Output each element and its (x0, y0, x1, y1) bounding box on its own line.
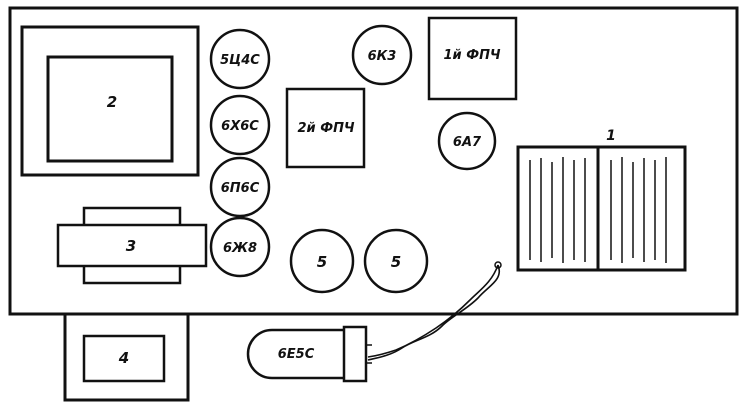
tube-6k3-label: 6К3 (368, 49, 397, 64)
tube-6k3: 6К3 (351, 24, 413, 86)
power-transformer: 2 (20, 25, 200, 177)
variable-capacitor: 1 (516, 128, 687, 272)
variable-capacitor-label: 1 (606, 128, 616, 144)
if-transformer-2-label: 2й ФПЧ (298, 121, 355, 136)
tube-6zh8: 6Ж8 (209, 216, 271, 278)
if-transformer-2: 2й ФПЧ (285, 87, 366, 169)
tube-6a7-label: 6А7 (453, 135, 482, 150)
choke: 3 (56, 206, 208, 285)
if-transformer-1-label: 1й ФПЧ (444, 48, 501, 63)
tube-6a7: 6А7 (437, 111, 497, 171)
choke-label: 3 (126, 237, 136, 255)
output-transformer-label: 4 (118, 349, 129, 367)
capacitor-right: 5 (363, 228, 429, 294)
tube-6h6s-label: 6Х6С (221, 119, 259, 134)
capacitor-right-label: 5 (391, 253, 401, 271)
capacitor-left: 5 (289, 228, 355, 294)
tube-6zh8-label: 6Ж8 (223, 241, 257, 256)
tube-6p6s: 6П6С (209, 156, 271, 218)
tuning-indicator-tube: 6Е5С (246, 325, 372, 383)
tuning-indicator-label: 6Е5С (278, 347, 315, 362)
tube-5c4s-label: 5Ц4С (220, 53, 260, 68)
if-transformer-1: 1й ФПЧ (427, 16, 518, 101)
output-transformer: 4 (63, 312, 190, 402)
twisted-cable (367, 261, 502, 361)
tube-6h6s: 6Х6С (209, 94, 271, 156)
chassis-outline (8, 6, 739, 316)
tube-6p6s-label: 6П6С (221, 181, 260, 196)
capacitor-left-label: 5 (317, 253, 327, 271)
tube-5c4s: 5Ц4С (209, 28, 271, 90)
power-transformer-label: 2 (107, 93, 117, 111)
